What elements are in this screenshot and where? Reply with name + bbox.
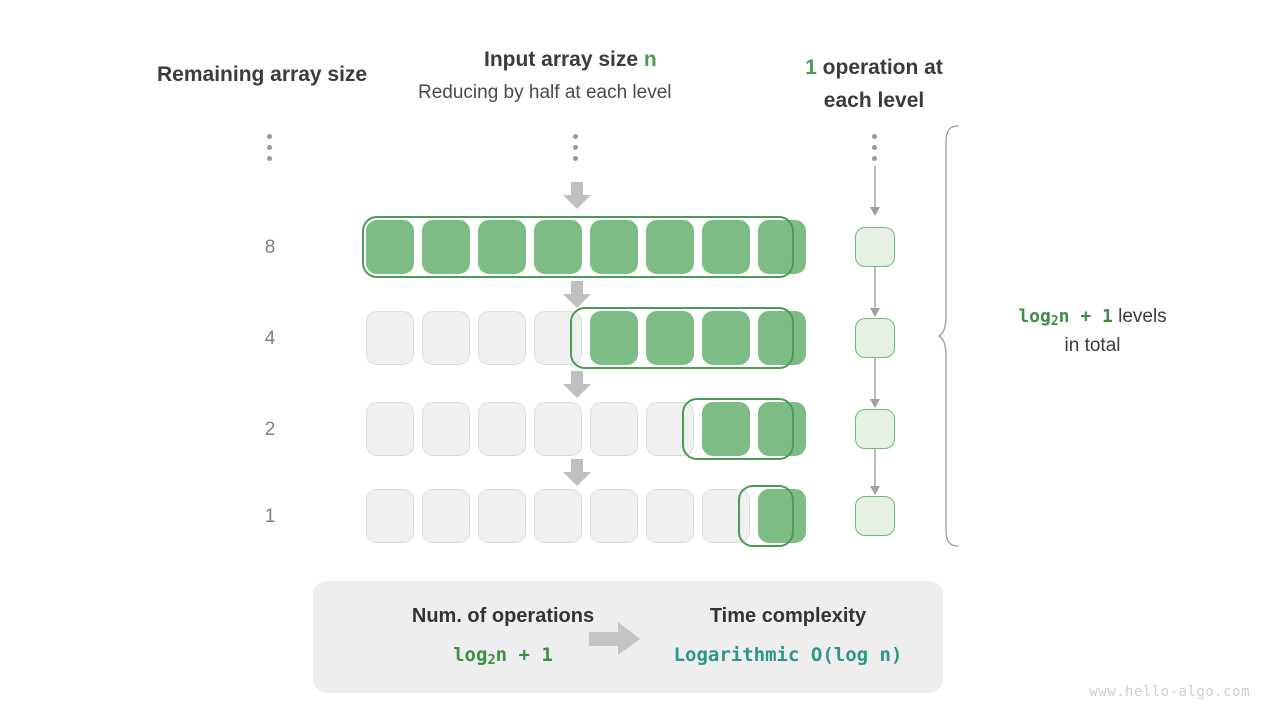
operation-box-0 — [855, 227, 895, 267]
ellipsis-left-icon — [267, 134, 273, 167]
array-cell — [534, 489, 582, 543]
summary-operations-value: log2n + 1 — [453, 644, 553, 668]
total-levels-brace-icon — [937, 124, 964, 553]
arrow-right-icon — [589, 622, 641, 656]
array-cell — [758, 220, 806, 274]
operation-box-3 — [855, 496, 895, 536]
summary-complexity-title: Time complexity — [709, 605, 867, 627]
array-cell — [758, 489, 806, 543]
summary-operations-column: Num. of operations log2n + 1 — [343, 605, 663, 668]
header-right-line2: each level — [823, 88, 925, 112]
header-left-label: Remaining array size — [157, 63, 368, 86]
ellipsis-middle-icon — [573, 134, 579, 167]
header-mid-prefix: Input array size — [484, 48, 644, 71]
watermark: www.hello-algo.com — [1089, 684, 1250, 700]
array-cell — [478, 220, 526, 274]
array-cell — [366, 220, 414, 274]
summary-panel: Num. of operations log2n + 1 Time comple… — [313, 581, 943, 693]
array-cell — [646, 311, 694, 365]
reduce-arrow-icon-2 — [562, 371, 592, 399]
operation-box-1 — [855, 318, 895, 358]
array-cell — [590, 311, 638, 365]
array-cell — [646, 402, 694, 456]
array-cell — [422, 220, 470, 274]
array-cell — [646, 489, 694, 543]
array-row-1 — [366, 489, 806, 543]
operation-box-2 — [855, 409, 895, 449]
array-cell — [366, 489, 414, 543]
header-right-accent: 1 — [805, 56, 817, 79]
array-row-4 — [366, 311, 806, 365]
array-cell — [534, 402, 582, 456]
ellipsis-right-icon — [872, 134, 878, 167]
array-row-2 — [366, 402, 806, 456]
reduce-arrow-icon-1 — [562, 281, 592, 309]
array-cell — [478, 402, 526, 456]
array-cell — [646, 220, 694, 274]
array-cell — [478, 311, 526, 365]
header-remaining-array-size: Remaining array size — [157, 63, 367, 87]
level-label-2: 2 — [264, 419, 276, 440]
array-cell — [366, 311, 414, 365]
header-input-array-size: Input array size n — [484, 48, 657, 72]
array-cell — [478, 489, 526, 543]
level-label-8: 8 — [264, 237, 276, 258]
array-cell — [422, 402, 470, 456]
level-label-4: 4 — [264, 328, 276, 349]
array-cell — [590, 489, 638, 543]
array-cell — [758, 311, 806, 365]
array-cell — [702, 311, 750, 365]
total-levels-text: levels — [1112, 306, 1167, 327]
op-connector-2-icon — [865, 358, 885, 410]
header-mid-accent: n — [643, 48, 657, 71]
array-cell — [702, 489, 750, 543]
array-cell — [702, 402, 750, 456]
level-label-1: 1 — [264, 506, 276, 527]
header-operations-per-level: 1 operation at each level — [797, 52, 951, 117]
array-cell — [422, 311, 470, 365]
op-connector-0-icon — [865, 166, 885, 218]
op-connector-1-icon — [865, 267, 885, 319]
summary-complexity-value: Logarithmic O(log n) — [673, 644, 903, 666]
total-levels-line2: in total — [1064, 334, 1121, 356]
total-levels-formula: log2n + 1 — [1018, 306, 1113, 329]
array-cell — [590, 220, 638, 274]
array-cell — [758, 402, 806, 456]
array-cell — [422, 489, 470, 543]
header-right-rest: operation at — [816, 56, 943, 79]
array-cell — [590, 402, 638, 456]
array-cell — [366, 402, 414, 456]
array-cell — [534, 220, 582, 274]
op-connector-3-icon — [865, 449, 885, 497]
reduce-arrow-icon-3 — [562, 459, 592, 487]
array-cell — [702, 220, 750, 274]
total-levels-note: log2n + 1 levels in total — [985, 303, 1200, 359]
array-cell — [534, 311, 582, 365]
summary-complexity-column: Time complexity Logarithmic O(log n) — [643, 605, 933, 666]
summary-operations-title: Num. of operations — [411, 605, 595, 627]
reduce-arrow-icon-0 — [562, 182, 592, 210]
header-mid-subtitle: Reducing by half at each level — [418, 82, 672, 103]
array-row-8 — [366, 220, 806, 274]
